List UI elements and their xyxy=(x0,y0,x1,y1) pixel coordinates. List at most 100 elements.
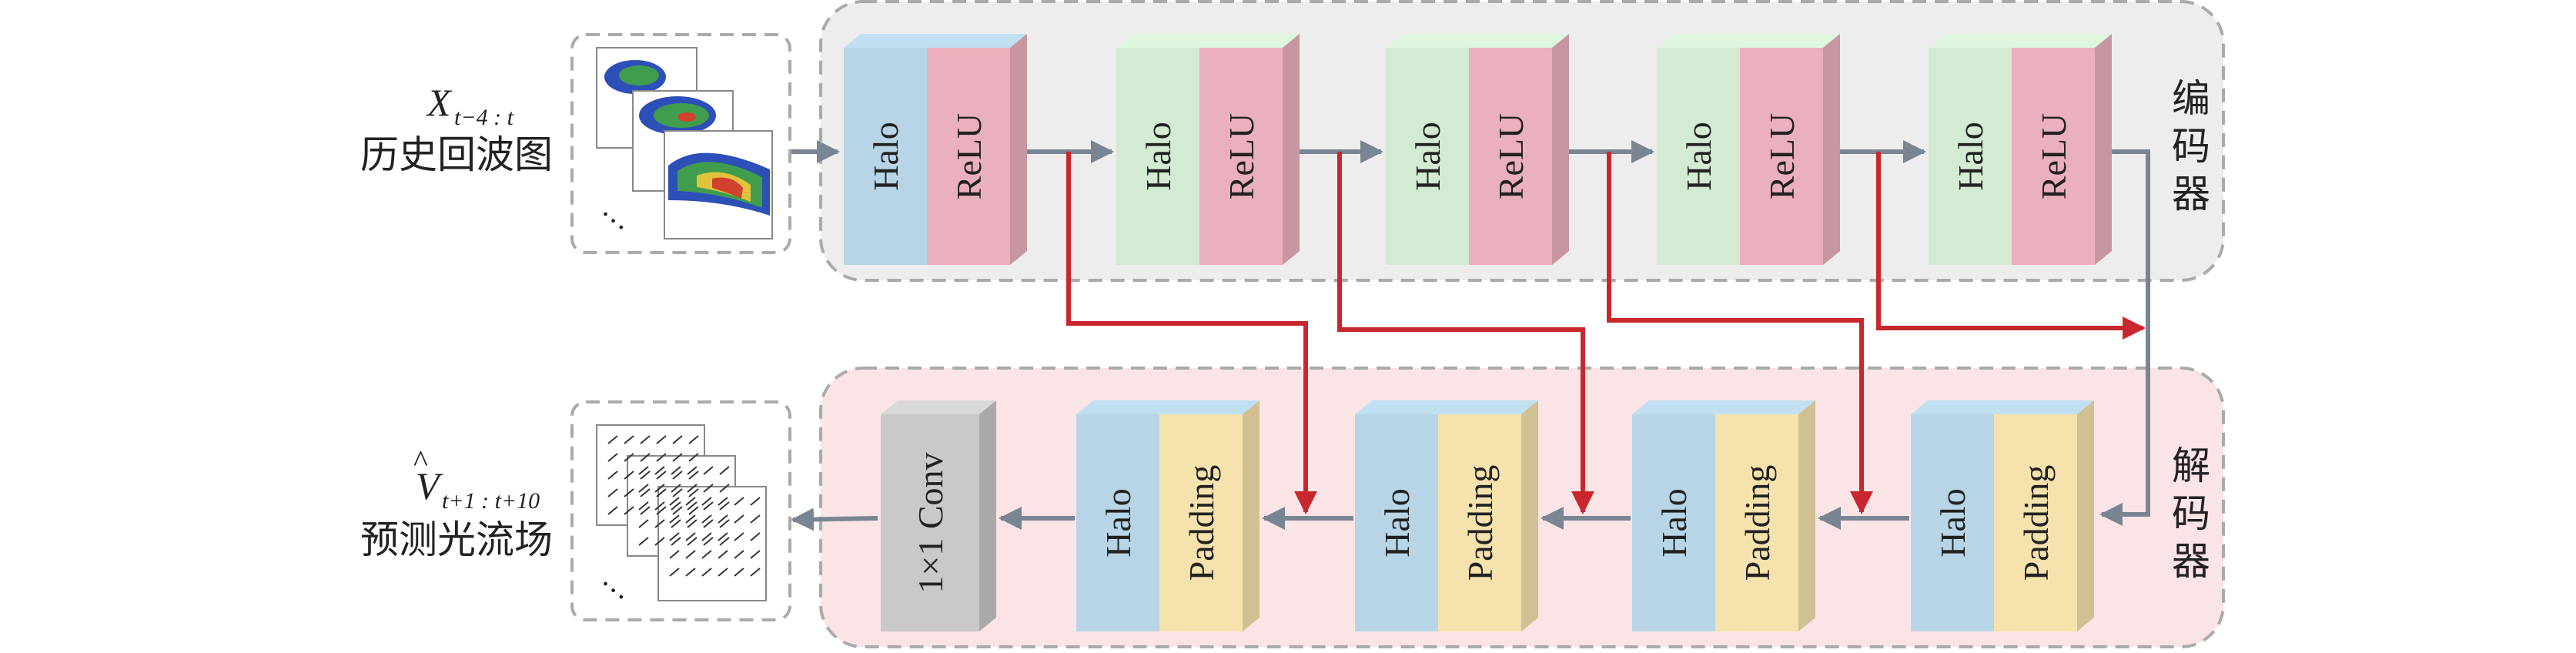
relu-text: ReLU xyxy=(1762,113,1802,199)
flow-vector xyxy=(640,453,651,462)
flow-vector xyxy=(672,453,683,462)
arrow-conv-to-output xyxy=(791,507,878,531)
flow-vector xyxy=(669,532,680,541)
flow-vector xyxy=(672,470,683,480)
layer-relu xyxy=(2012,48,2095,265)
output-flow-panel: ··· xyxy=(570,400,791,621)
svg-text:预测光流场: 预测光流场 xyxy=(360,518,553,561)
flow-vector xyxy=(671,537,681,546)
flow-vector xyxy=(669,514,680,524)
layer-halo xyxy=(844,48,927,265)
halo-text: Halo xyxy=(1139,122,1178,190)
flow-vector xyxy=(718,514,728,524)
skip-connection-1 xyxy=(1066,152,1317,514)
ellipsis-dots: ··· xyxy=(590,567,637,613)
padding-text: Padding xyxy=(2016,465,2056,581)
padding-text: Padding xyxy=(1460,465,1500,581)
flow-vector xyxy=(624,488,634,497)
block-side-face xyxy=(1798,400,1815,631)
layer-halo xyxy=(1929,48,2012,265)
flow-vector xyxy=(701,497,712,506)
flow-vector xyxy=(640,435,651,444)
flow-vector xyxy=(607,453,618,462)
flow-vector xyxy=(624,506,634,515)
flow-vector xyxy=(750,550,761,559)
flow-frame-3 xyxy=(657,486,767,601)
flow-vector xyxy=(703,501,714,511)
flow-vector xyxy=(638,484,649,493)
flow-vector xyxy=(687,537,698,546)
flow-vector xyxy=(685,514,696,524)
flow-vector xyxy=(701,550,712,559)
flow-vector xyxy=(640,488,651,497)
layer-halo xyxy=(1386,48,1469,265)
flow-vector xyxy=(624,453,634,462)
block-top-face xyxy=(1076,400,1260,414)
relu-text: ReLU xyxy=(1491,113,1531,199)
flow-vector xyxy=(671,501,681,511)
flow-vector xyxy=(669,568,680,577)
flow-vector xyxy=(607,506,618,515)
halo-text: Halo xyxy=(1654,488,1694,557)
halo-text: Halo xyxy=(1933,488,1972,557)
flow-vector xyxy=(703,537,714,546)
layer-halo xyxy=(1116,48,1199,265)
block-top-face xyxy=(1632,400,1815,414)
flow-vector xyxy=(750,568,761,577)
halo-text: Halo xyxy=(1951,122,1990,190)
flow-vector xyxy=(687,466,698,475)
relu-text: ReLU xyxy=(2034,113,2073,199)
halo-text: Halo xyxy=(1099,488,1138,557)
flow-vector xyxy=(703,484,714,493)
ellipsis-dots: ··· xyxy=(590,197,637,243)
conv-block: 1×1 Conv xyxy=(881,400,996,631)
flow-vector xyxy=(607,435,618,444)
flow-vector xyxy=(624,470,634,480)
flow-vector xyxy=(656,506,667,515)
flow-vector xyxy=(688,488,699,497)
flow-vector xyxy=(701,532,712,541)
flow-vector xyxy=(671,466,681,475)
flow-vector xyxy=(750,532,761,541)
svg-text:t+1 : t+10: t+1 : t+10 xyxy=(442,488,540,514)
block-top-face xyxy=(1116,34,1300,48)
flow-vector xyxy=(671,519,681,528)
layer-padding xyxy=(1994,414,2077,631)
layer-padding xyxy=(1159,414,1243,631)
flow-vector xyxy=(718,568,728,577)
flow-vector xyxy=(656,435,667,444)
flow-vector xyxy=(638,501,649,511)
relu-text: ReLU xyxy=(1222,113,1261,199)
block-top-face xyxy=(844,34,1027,48)
flow-vector xyxy=(734,532,744,541)
layer-relu xyxy=(1740,48,1823,265)
layer-relu xyxy=(1199,48,1283,265)
svg-text:X: X xyxy=(426,81,453,124)
flow-vector xyxy=(654,537,665,546)
flow-vector xyxy=(718,532,728,541)
flow-vector xyxy=(656,453,667,462)
skip-connection-2 xyxy=(1337,152,1594,514)
block-side-face xyxy=(1243,400,1260,631)
flow-vector xyxy=(654,466,665,475)
layer-halo xyxy=(1632,414,1715,631)
svg-text:V: V xyxy=(416,464,443,507)
block-top-face xyxy=(1386,34,1569,48)
flow-vector xyxy=(734,514,744,524)
flow-vector xyxy=(607,488,618,497)
flow-vector xyxy=(654,501,665,511)
block-top-face xyxy=(1355,400,1538,414)
flow-vector xyxy=(719,537,730,546)
svg-text:t−4 : t: t−4 : t xyxy=(454,105,514,130)
layer-padding xyxy=(1715,414,1798,631)
flow-vector xyxy=(688,435,699,444)
flow-vector xyxy=(654,484,665,493)
flow-vector xyxy=(656,488,667,497)
flow-vector xyxy=(750,497,761,506)
flow-vector xyxy=(701,514,712,524)
block-side-face xyxy=(2095,34,2112,265)
